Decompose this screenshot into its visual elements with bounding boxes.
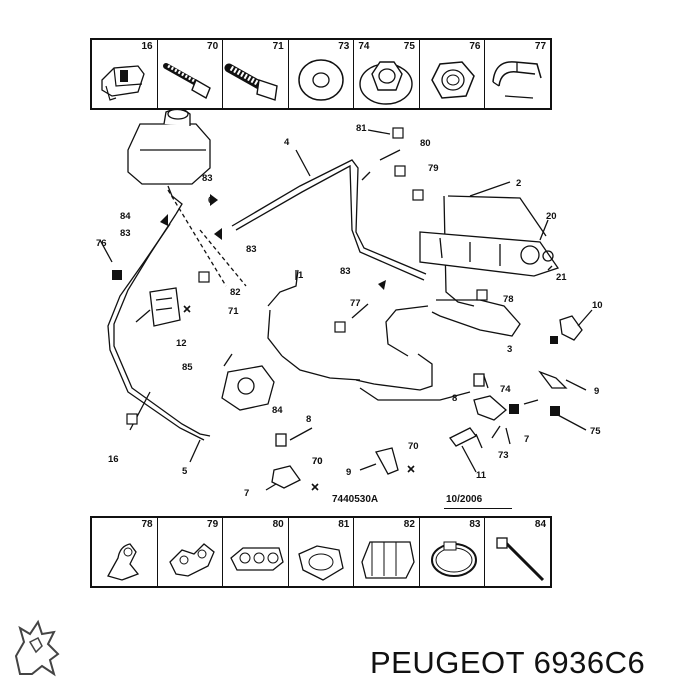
part-cell-16: 16: [92, 40, 158, 108]
callout-7: 7: [524, 434, 529, 445]
callout-84: 84: [272, 405, 283, 416]
bolt-icon: [224, 63, 278, 101]
callout-74: 74: [500, 384, 511, 395]
part-number: 16: [141, 41, 153, 52]
washer-icon: [297, 59, 344, 101]
part-number: 70: [207, 41, 219, 52]
callout-80: 80: [420, 138, 431, 149]
part-cell-80: 80: [223, 518, 289, 586]
part-cell-78: 78: [92, 518, 158, 586]
part-number: 78: [141, 519, 153, 530]
callout-83: 83: [120, 228, 131, 239]
callout-5: 5: [182, 466, 188, 477]
part-number: 80: [272, 519, 284, 530]
callout-12: 12: [176, 338, 187, 349]
part-number: 75: [403, 41, 415, 52]
callout-4: 4: [284, 137, 290, 148]
callout-82: 82: [230, 287, 241, 298]
part-cell-83: 83: [420, 518, 486, 586]
callout-11: 11: [476, 470, 487, 481]
triple-pipe-clip-icon: [230, 547, 284, 571]
callout-85: 85: [182, 362, 193, 373]
hose-clamp-icon: [430, 541, 477, 577]
callout-83: 83: [340, 266, 351, 277]
peugeot-lion-logo: [14, 619, 60, 677]
part-number: 82: [403, 519, 415, 530]
callout-6: 6: [208, 195, 213, 206]
clip-bracket-icon: [101, 65, 145, 101]
callout-16: 16: [108, 454, 119, 465]
callout-21: 21: [556, 272, 567, 283]
diagram-reference-code: 7440530A: [332, 494, 379, 505]
flange-nut-icon: [359, 61, 414, 105]
quad-pipe-clip-icon: [361, 541, 415, 579]
callout-79: 79: [428, 163, 439, 174]
part-cell-70: 70: [158, 40, 224, 108]
callout-7: 7: [244, 488, 249, 499]
callout-76: 76: [96, 238, 107, 249]
callout-83: 83: [246, 244, 257, 255]
callout-20: 20: [546, 211, 557, 222]
screw-icon: [162, 63, 211, 100]
part-cell-82: 82: [354, 518, 420, 586]
part-cell-73: 73: [289, 40, 355, 108]
part-number: 77: [534, 41, 547, 52]
single-pipe-clip-icon: [107, 543, 140, 581]
callout-3: 3: [507, 344, 512, 355]
double-pipe-clip-icon: [168, 543, 215, 577]
part-number: 73: [338, 41, 350, 52]
part-cell-84: 84: [485, 518, 550, 586]
callout-81: 81: [356, 123, 367, 134]
part-number: 83: [469, 519, 481, 530]
part-number: 79: [207, 519, 219, 530]
callout-71: 71: [228, 306, 239, 317]
part-cell-77: 77: [485, 40, 550, 108]
callout-8: 8: [306, 414, 311, 425]
pipe-holder-icon: [297, 545, 344, 581]
part-cell-71: 71: [223, 40, 289, 108]
callout-9: 9: [594, 386, 599, 397]
diagram-reference-date: 10/2006: [446, 494, 483, 505]
part-number-title: PEUGEOT 6936C6: [370, 645, 646, 680]
callout-84: 84: [120, 211, 131, 222]
top-parts-strip: 16 70 71 73 74 75: [90, 38, 552, 110]
callout-78: 78: [503, 294, 514, 305]
callout-9: 9: [346, 467, 351, 478]
callout-2: 2: [516, 178, 521, 189]
part-number: 81: [338, 519, 350, 530]
part-cell-81: 81: [289, 518, 355, 586]
callout-73: 73: [498, 450, 509, 461]
part-number: 71: [272, 41, 284, 52]
part-number: 76: [469, 41, 481, 52]
callout-77: 77: [350, 298, 361, 309]
callout-10: 10: [592, 300, 603, 311]
callout-75: 75: [590, 426, 601, 437]
hose-clip-icon: [492, 61, 543, 99]
part-cell-79: 79: [158, 518, 224, 586]
date-underline: [444, 508, 512, 509]
callout-70: 70: [312, 456, 323, 467]
callout-1: 1: [298, 270, 304, 281]
part-number: 84: [534, 519, 547, 530]
bottom-parts-strip: 78 79 80 81 82: [90, 516, 552, 588]
callout-83: 83: [202, 173, 213, 184]
part-cell-74-75: 74 75: [354, 40, 420, 108]
hex-nut-icon: [431, 61, 475, 99]
part-number: 74: [358, 41, 370, 52]
callout-70: 70: [408, 441, 419, 452]
part-cell-76: 76: [420, 40, 486, 108]
cable-tie-icon: [496, 537, 545, 583]
callout-70: 70: [312, 456, 323, 467]
callout-8: 8: [452, 393, 457, 404]
